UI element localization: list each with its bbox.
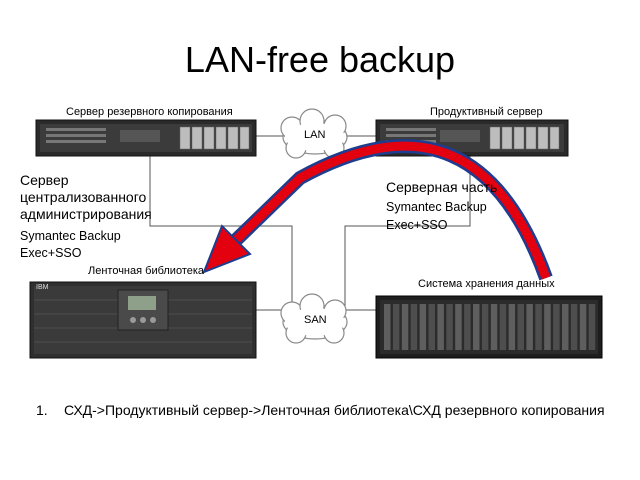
data-flow-arrow xyxy=(202,139,553,281)
left-text-line-2: централизованного xyxy=(20,189,147,205)
san-label: SAN xyxy=(304,314,327,326)
disk-bay xyxy=(384,304,391,350)
disk-bay xyxy=(410,304,418,350)
disk-bay xyxy=(579,304,587,350)
slide-title: LAN-free backup xyxy=(184,39,456,80)
tape-library-icon xyxy=(29,281,257,359)
disk-bays xyxy=(384,304,596,350)
disk-bay xyxy=(526,304,533,350)
left-text-line-3: администрирования xyxy=(20,206,152,222)
storage-system-label: Система хранения данных xyxy=(418,278,555,290)
disk-bay xyxy=(499,304,507,350)
disk-bay xyxy=(437,304,444,350)
disk-bay xyxy=(490,304,498,350)
caption-text: СХД->Продуктивный сервер->Ленточная библ… xyxy=(64,402,605,418)
left-text-line-4: Symantec Backup xyxy=(20,229,121,243)
caption: 1. СХД->Продуктивный сервер->Ленточная б… xyxy=(36,401,606,419)
disk-bay xyxy=(419,304,427,350)
right-text-line-3: Exec+SSO xyxy=(386,218,448,232)
tape-library-label: Ленточная библиотека xyxy=(88,265,205,277)
caption-number: 1. xyxy=(36,402,48,418)
production-server-icon xyxy=(375,119,569,157)
disk-bay xyxy=(392,304,400,350)
disk-bay xyxy=(464,304,471,350)
disk-bay xyxy=(473,304,480,350)
disk-bay xyxy=(570,304,578,350)
disk-bay xyxy=(401,304,409,350)
lan-label: LAN xyxy=(304,129,326,141)
production-server-label: Продуктивный сервер xyxy=(430,106,543,118)
backup-server-icon xyxy=(35,119,257,157)
tape-brand-label: IBM xyxy=(36,284,49,291)
disk-bay xyxy=(588,304,596,350)
storage-system-icon xyxy=(375,295,603,359)
left-text-line-5: Exec+SSO xyxy=(20,246,82,260)
disk-bay xyxy=(535,304,542,350)
disk-bay xyxy=(428,304,435,350)
disk-bay xyxy=(553,304,560,350)
backup-server-label: Сервер резервного копирования xyxy=(66,106,233,118)
disk-bay xyxy=(562,304,569,350)
disk-bay xyxy=(517,304,524,350)
right-text-line-1: Серверная часть xyxy=(386,179,498,195)
disk-bay xyxy=(481,304,489,350)
disk-bay xyxy=(446,304,453,350)
left-text-line-1: Сервер xyxy=(20,172,69,188)
disk-bay xyxy=(508,304,516,350)
right-text-line-2: Symantec Backup xyxy=(386,200,487,214)
disk-bay xyxy=(544,304,551,350)
disk-bay xyxy=(455,304,462,350)
